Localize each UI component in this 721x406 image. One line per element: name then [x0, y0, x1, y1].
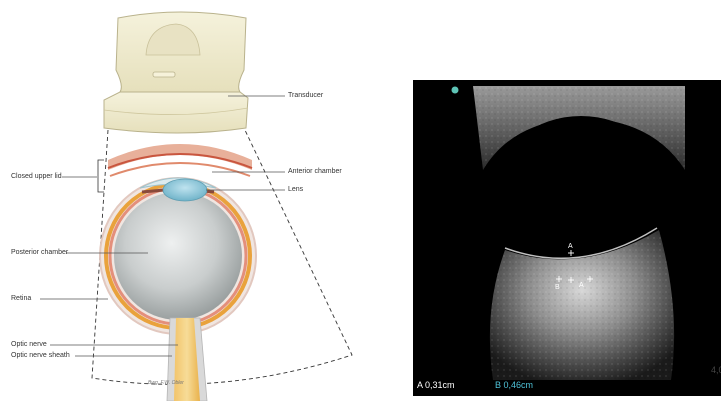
measurement-a-label: A — [417, 380, 423, 390]
depth-scale-label: 4,0 — [711, 365, 721, 375]
caliper-b-label: B — [555, 284, 560, 291]
lid-bracket — [98, 160, 104, 192]
orientation-dot — [452, 87, 459, 94]
measurement-b-label: B — [495, 380, 501, 390]
label-optic-nerve: Optic nerve — [11, 341, 47, 348]
illustrator-signature: Bwg. F.W. Obler — [148, 380, 184, 386]
measurement-b: B 0,46cm — [495, 380, 533, 390]
transducer-probe — [104, 12, 248, 133]
ultrasound-image: A B A A 0,31cm B 0,46cm — [413, 80, 721, 396]
measurement-a-value: 0,31cm — [425, 380, 455, 390]
label-retina: Retina — [11, 295, 31, 302]
label-posterior-chamber: Posterior chamber — [11, 249, 68, 256]
label-lens: Lens — [288, 186, 303, 193]
label-transducer: Transducer — [288, 92, 323, 99]
ultrasound-scan — [413, 80, 721, 396]
eye-ultrasound-diagram: Transducer Closed upper lid Anterior cha… — [0, 0, 400, 401]
eye-globe — [100, 178, 256, 334]
measurement-a: A 0,31cm — [417, 380, 455, 390]
label-anterior-chamber: Anterior chamber — [288, 168, 342, 175]
label-optic-nerve-sheath: Optic nerve sheath — [11, 352, 70, 359]
label-closed-upper-lid: Closed upper lid — [11, 173, 62, 180]
caliper-a-label: A — [568, 243, 573, 250]
caliper-a2-label: A — [579, 282, 584, 289]
measurement-b-value: 0,46cm — [504, 380, 534, 390]
eye-anatomy-illustration — [0, 0, 400, 401]
eyelid-layers — [108, 144, 252, 170]
